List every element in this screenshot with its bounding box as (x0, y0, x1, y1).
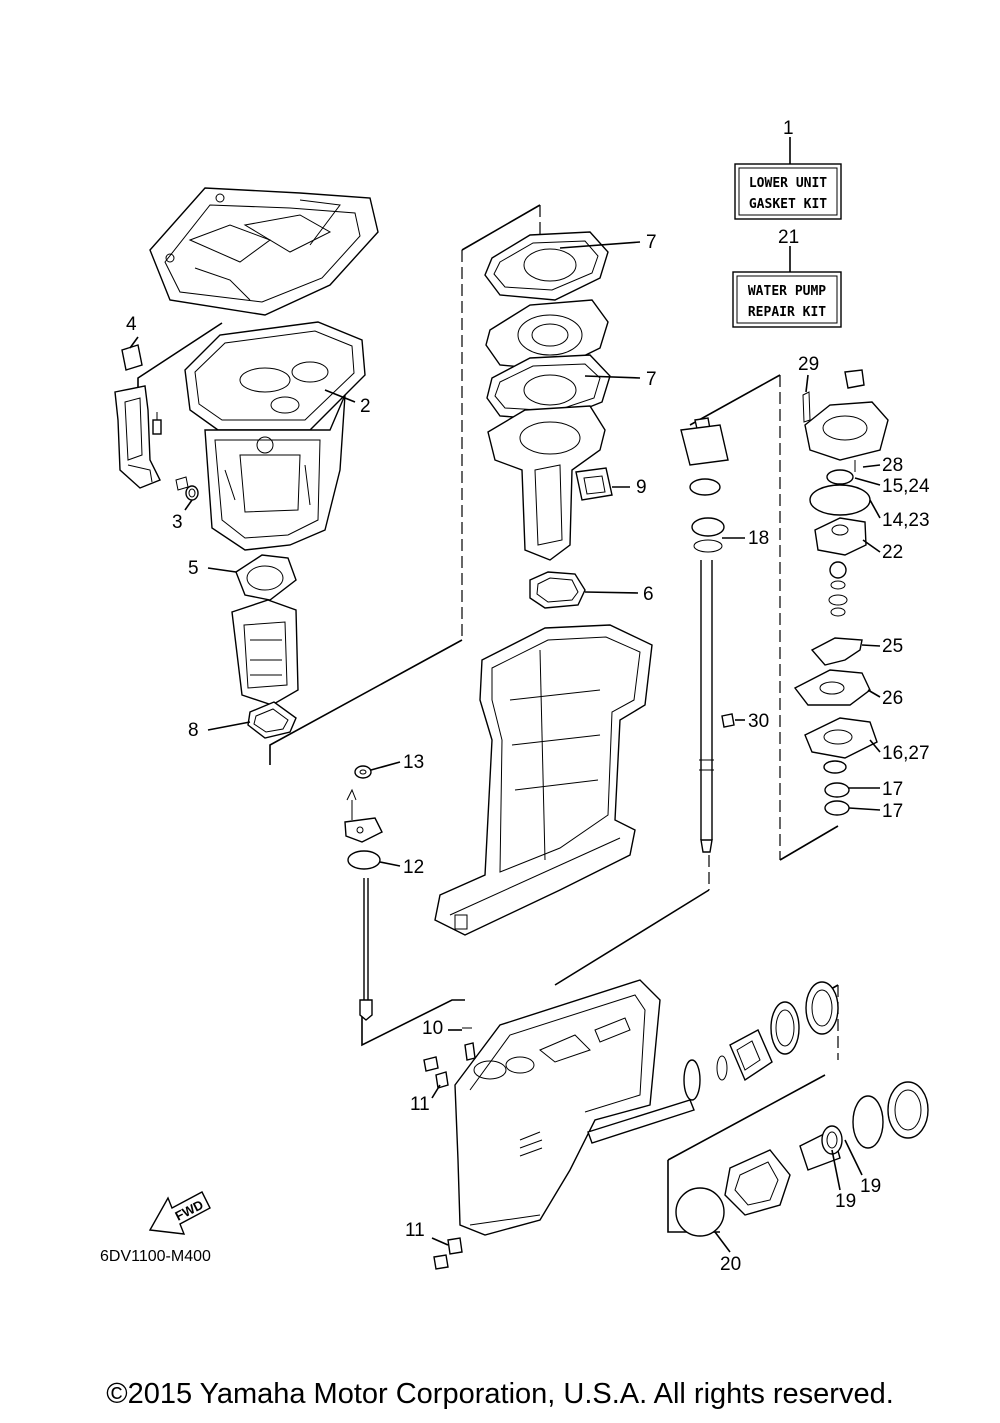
copyright-notice: ©2015 Yamaha Motor Corporation, U.S.A. A… (106, 1378, 894, 1410)
assembly-guide-lines (137, 204, 839, 1233)
callout-17-top: 17 (882, 779, 903, 800)
callout-13: 13 (403, 752, 424, 773)
callout-28: 28 (882, 455, 903, 476)
upper-case (434, 624, 653, 936)
lower-case (454, 979, 661, 1236)
callout-16-27: 16,27 (882, 743, 930, 764)
muffler (231, 599, 299, 706)
shift-rod-group (344, 765, 383, 1021)
grommet-3 (175, 476, 199, 501)
callout-4: 4 (126, 314, 137, 335)
gasket-kit-line1: LOWER UNIT (749, 176, 827, 191)
callout-3: 3 (172, 512, 183, 533)
woodruff-key-30 (721, 713, 735, 728)
callout-20: 20 (720, 1254, 741, 1275)
water-pump-group (793, 369, 889, 816)
callout-7-bottom: 7 (646, 369, 657, 390)
exhaust-plate (485, 299, 609, 371)
callout-18: 18 (748, 528, 769, 549)
leader-lines (129, 241, 881, 1253)
exhaust-guide-upper (149, 187, 379, 316)
gasket-2 (184, 321, 366, 431)
fwd-arrow-icon: FWD (148, 1191, 211, 1235)
pump-kit-number: 21 (778, 227, 799, 248)
callout-22: 22 (882, 542, 903, 563)
water-tube-4 (114, 344, 162, 489)
callout-30: 30 (748, 711, 769, 732)
callout-numbers: 4 2 3 5 8 7 7 9 6 13 12 10 11 11 18 30 2… (126, 232, 930, 1275)
diagram-code: 6DV1100-M400 (100, 1248, 211, 1265)
callout-26: 26 (882, 688, 903, 709)
callout-19-right: 19 (860, 1176, 881, 1197)
gasket-7-bottom (486, 354, 611, 421)
callout-10: 10 (422, 1018, 443, 1039)
callout-14-23: 14,23 (882, 510, 930, 531)
seal-6 (529, 571, 586, 609)
callout-19-left: 19 (835, 1191, 856, 1212)
lower-case-fasteners (423, 1027, 476, 1270)
gasket-kit-number: 1 (783, 118, 794, 139)
pump-kit-box: 21 WATER PUMP REPAIR KIT (732, 227, 842, 328)
upper-casing (204, 394, 346, 551)
seal-8 (247, 701, 297, 739)
callout-9: 9 (636, 477, 647, 498)
callout-11-top: 11 (410, 1094, 430, 1115)
callout-6: 6 (643, 584, 654, 605)
callout-5: 5 (188, 558, 199, 579)
gasket-7-top (484, 231, 609, 301)
rubber-seal-9 (575, 467, 613, 501)
callout-25: 25 (882, 636, 903, 657)
drive-shaft (680, 417, 729, 853)
callout-17-bottom: 17 (882, 801, 903, 822)
gasket-5 (235, 554, 297, 601)
gasket-kit-box: 1 LOWER UNIT GASKET KIT (734, 118, 842, 220)
callout-15-24: 15,24 (882, 476, 930, 497)
callout-29: 29 (798, 354, 819, 375)
reverse-gear-group (675, 1081, 929, 1237)
exhaust-manifold (487, 405, 606, 561)
callout-7-top: 7 (646, 232, 657, 253)
callout-11-bottom: 11 (405, 1220, 425, 1241)
callout-12: 12 (403, 857, 424, 878)
pump-kit-line1: WATER PUMP (748, 284, 826, 299)
callout-8: 8 (188, 720, 199, 741)
gasket-kit-line2: GASKET KIT (749, 197, 827, 212)
pump-kit-line2: REPAIR KIT (748, 305, 826, 320)
propeller-shaft-group (587, 981, 839, 1144)
callout-2: 2 (360, 396, 371, 417)
